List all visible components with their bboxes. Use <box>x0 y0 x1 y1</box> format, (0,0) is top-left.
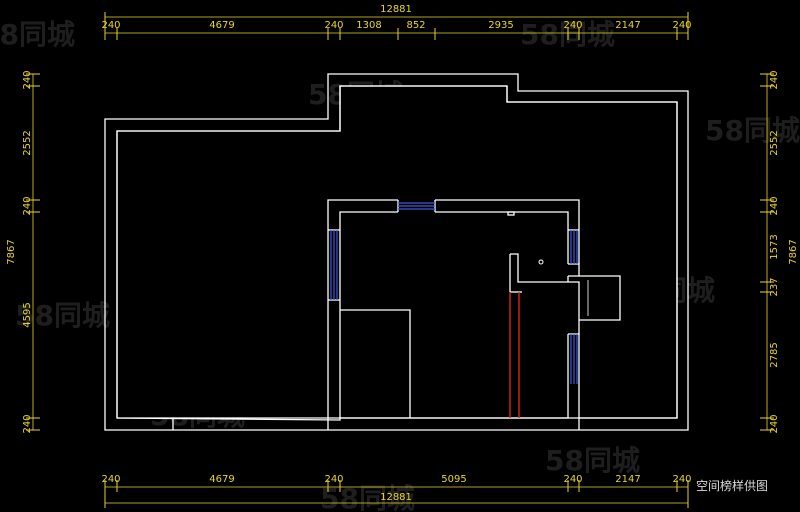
dim-label: 240 <box>769 70 780 89</box>
dim-label: 240 <box>22 70 33 89</box>
dim-label-top-total: 12881 <box>380 4 412 15</box>
watermark: 58同城 <box>520 18 615 51</box>
dim-label: 240 <box>672 20 691 31</box>
dim-label: 240 <box>769 414 780 433</box>
outer-wall-outline <box>104 73 689 431</box>
dim-label: 5095 <box>441 474 466 485</box>
dim-label: 237 <box>769 277 780 296</box>
floor-drain-icon <box>538 259 544 265</box>
dim-label: 2785 <box>769 342 780 367</box>
top-dimension-labels: 12881 240 4679 240 1308 852 2935 240 214… <box>101 4 691 31</box>
left-dimension-labels: 7867 240 2552 240 4595 240 <box>6 70 33 433</box>
room-wall-inner <box>435 211 569 264</box>
dim-label: 240 <box>563 20 582 31</box>
dim-label: 1573 <box>769 234 780 259</box>
dim-label: 2552 <box>769 130 780 155</box>
dimension-lines <box>32 16 768 504</box>
dim-label: 2552 <box>22 130 33 155</box>
dim-label: 2147 <box>615 20 640 31</box>
dim-label: 240 <box>672 474 691 485</box>
interior-fill <box>508 103 676 133</box>
balcony <box>579 275 621 321</box>
room-wall-outer <box>327 199 398 430</box>
right-dimension-labels: 240 2552 240 1573 237 2785 240 7867 <box>769 70 799 433</box>
plan-lines <box>116 85 678 430</box>
dimension-ticks <box>26 12 774 508</box>
dim-label: 240 <box>101 474 120 485</box>
bottom-dimension-labels: 240 4679 240 5095 240 2147 240 12881 <box>101 474 691 503</box>
dim-label: 240 <box>324 20 343 31</box>
watermark: 58同城 <box>0 18 75 51</box>
windows <box>330 202 578 384</box>
dim-label: 4679 <box>209 474 234 485</box>
red-partition <box>509 292 520 418</box>
interior-fill <box>341 87 506 133</box>
dim-label: 240 <box>769 196 780 215</box>
interior-fill <box>118 132 676 417</box>
watermark: 58同城 <box>705 114 800 147</box>
dim-label: 4679 <box>209 20 234 31</box>
room-wall-inner <box>340 384 569 419</box>
dim-label: 852 <box>406 20 425 31</box>
dim-label: 2147 <box>615 474 640 485</box>
dim-label: 240 <box>22 196 33 215</box>
watermark: 58同城 <box>545 444 640 477</box>
dim-label: 4595 <box>22 302 33 327</box>
dim-label: 240 <box>101 20 120 31</box>
inner-room <box>340 309 411 418</box>
image-credit-caption: 空间榜样供图 <box>696 478 768 493</box>
dim-label: 240 <box>563 474 582 485</box>
dim-label-left-total: 7867 <box>6 239 17 264</box>
dim-label-right-total: 7867 <box>788 239 799 264</box>
dim-label: 240 <box>324 474 343 485</box>
dim-label: 2935 <box>488 20 513 31</box>
watermark: 58同城 <box>15 299 110 332</box>
dim-label: 1308 <box>356 20 381 31</box>
dim-label: 240 <box>22 414 33 433</box>
bathroom-partition <box>510 253 568 283</box>
fixture <box>507 211 515 216</box>
room-wall-inner <box>339 211 398 418</box>
room-wall-outer <box>435 199 580 264</box>
dim-label-bottom-total: 12881 <box>380 492 412 503</box>
inner-wall-line <box>116 85 678 419</box>
